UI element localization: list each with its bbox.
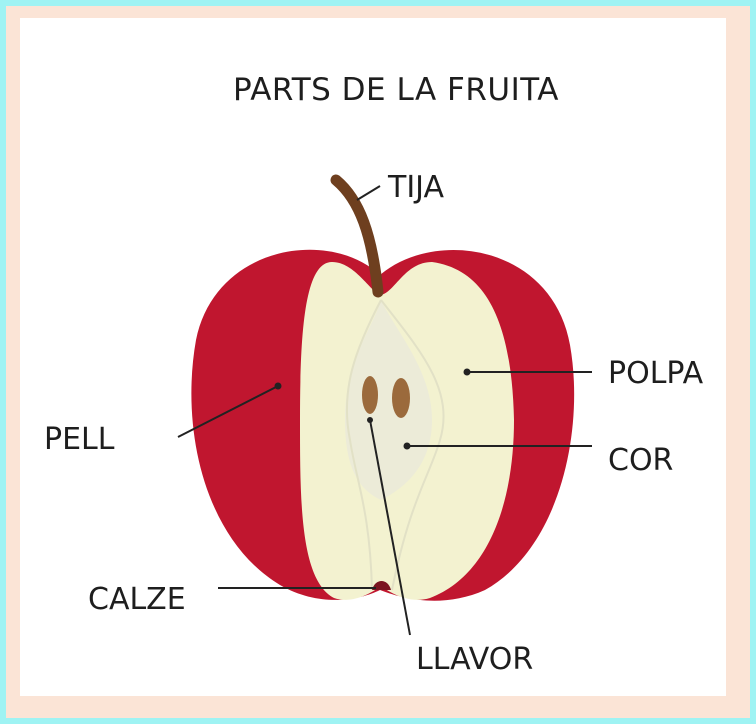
seed-left: [362, 376, 378, 414]
label-seed: LLAVOR: [416, 642, 533, 677]
dot-skin: [275, 383, 282, 390]
label-pulp: POLPA: [608, 356, 703, 391]
label-calyx: CALZE: [88, 582, 186, 617]
label-core: COR: [608, 443, 673, 478]
leader-stem: [357, 186, 380, 200]
label-skin: PELL: [44, 422, 114, 457]
seed-right: [392, 378, 410, 418]
dot-pulp: [464, 369, 471, 376]
dot-core: [404, 443, 411, 450]
label-stem: TIJA: [388, 170, 444, 205]
dot-seed: [367, 417, 373, 423]
